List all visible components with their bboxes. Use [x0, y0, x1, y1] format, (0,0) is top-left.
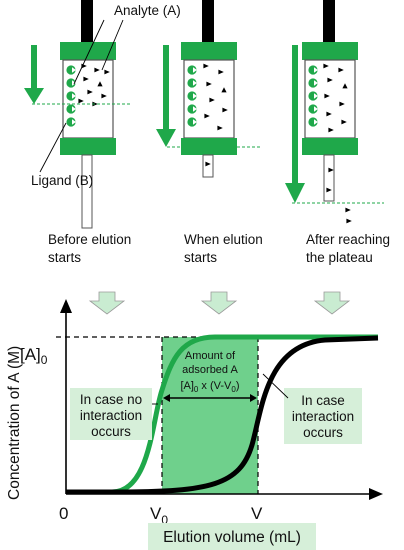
column-bottom-cap [60, 138, 116, 155]
column-before-elution [24, 0, 130, 229]
y-axis-label: Concentration of A (M) [6, 346, 23, 500]
svg-text:interaction: interaction [80, 408, 142, 423]
x-tick-v: V [251, 504, 263, 523]
ligand-label: Ligand (B) [31, 173, 93, 188]
interaction-callout-pointer [262, 373, 289, 399]
analyte-pointer [73, 19, 105, 85]
x-origin-label: 0 [59, 504, 68, 523]
breakthrough-chart: Amount of adsorbed A [A]0 x (V-V0) In ca… [6, 299, 383, 550]
svg-text:occurs: occurs [303, 425, 343, 440]
stage-caption-2-line2: starts [184, 250, 217, 265]
column-top-rod [202, 0, 214, 42]
amount-label-line2: adsorbed A [182, 364, 238, 376]
y-axis-arrowhead [60, 299, 72, 313]
column-plateau [285, 0, 384, 224]
column-outlet [202, 154, 214, 178]
no-interaction-callout: In case no interaction occurs [70, 388, 152, 440]
amount-label-line1: Amount of [185, 350, 236, 362]
svg-text:interaction: interaction [292, 409, 354, 424]
column-bottom-cap [302, 138, 358, 155]
column-top-rod [323, 0, 335, 42]
svg-text:In case no: In case no [80, 392, 142, 407]
column-top-rod [81, 0, 93, 42]
analyte-label: Analyte (A) [114, 3, 181, 18]
x-tick-v0: V0 [150, 504, 168, 527]
down-arrow-3 [313, 291, 351, 315]
stage-caption-3-line1: After reaching [306, 232, 390, 247]
column-top-cap [60, 42, 116, 60]
flow-arrow [24, 45, 44, 104]
interaction-curve [66, 335, 379, 495]
svg-text:occurs: occurs [91, 424, 131, 439]
column-top-cap [181, 42, 237, 60]
stage-caption-3-line2: the plateau [306, 250, 373, 265]
amount-label-formula: [A]0 x (V-V0) [180, 380, 239, 394]
stage-caption-2-line1: When elution [184, 232, 263, 247]
interaction-callout: In case interaction occurs [284, 388, 362, 444]
width-arrow-right-head [250, 394, 257, 402]
x-axis-label-box [148, 523, 316, 550]
width-arrow-left-head [163, 394, 170, 402]
flow-arrow [285, 45, 305, 203]
stage-caption-1-line1: Before elution [48, 232, 131, 247]
x-axis-label: Elution volume (mL) [163, 529, 301, 546]
y-tick-a0: [A]0 [20, 345, 48, 367]
stage-caption-1-line2: starts [48, 250, 81, 265]
column-top-cap [302, 42, 358, 60]
no-interaction-curve [66, 334, 378, 495]
x-axis-arrowhead [369, 488, 383, 500]
column-outlet [323, 154, 335, 202]
column-outlet [81, 154, 93, 229]
flow-arrow [156, 45, 176, 147]
down-arrow-2 [200, 291, 238, 315]
analyte-pointer-2 [101, 19, 124, 71]
ligand-pointer [39, 122, 67, 173]
column-elution-start [156, 0, 260, 178]
down-arrow-1 [88, 291, 126, 315]
svg-text:In case: In case [301, 393, 345, 408]
